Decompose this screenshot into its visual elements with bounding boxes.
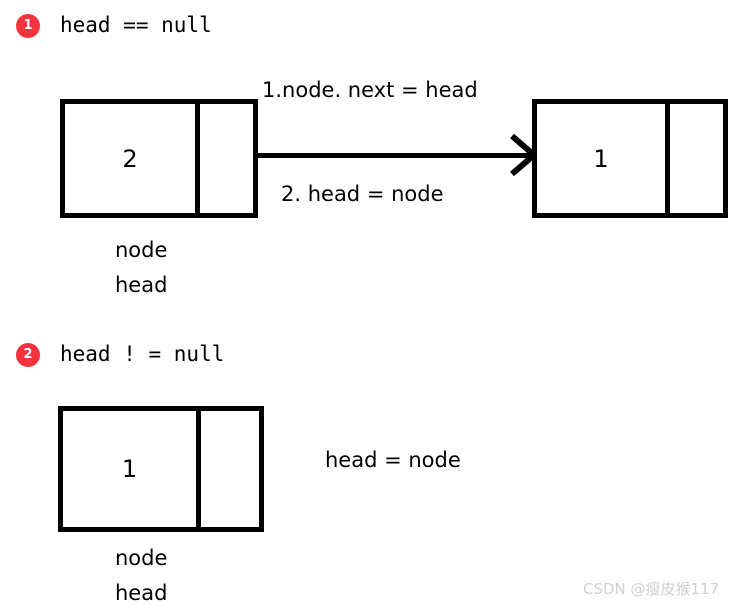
- node-next-pointer-cell: [200, 104, 253, 213]
- arrow-label-above: 1.node. next = head: [262, 78, 478, 102]
- node-value: 1: [63, 411, 201, 527]
- section-2-condition: head ! = null: [60, 342, 225, 366]
- section-1-badge: 1: [16, 14, 40, 38]
- section-2-statement: head = node: [325, 448, 461, 472]
- node-box-1-only: 1: [58, 406, 264, 532]
- node-next-pointer-cell: [201, 411, 259, 527]
- node-box-1-label-head: head: [115, 581, 168, 605]
- arrow-shaft: [258, 153, 530, 158]
- node-value: 2: [65, 104, 200, 213]
- node-box-2-label-node: node: [115, 238, 168, 262]
- node-box-2: 2: [60, 99, 258, 218]
- node-box-1-label-node: node: [115, 546, 168, 570]
- node-value: 1: [537, 104, 670, 213]
- csdn-watermark: CSDN @瘦皮猴117: [583, 580, 720, 598]
- arrow-label-below: 2. head = node: [281, 182, 444, 206]
- node-next-pointer-cell: [670, 104, 723, 213]
- section-2-badge: 2: [16, 343, 40, 367]
- node-box-1-head: 1: [532, 99, 728, 218]
- section-1-condition: head == null: [60, 13, 212, 37]
- node-box-2-label-head: head: [115, 273, 168, 297]
